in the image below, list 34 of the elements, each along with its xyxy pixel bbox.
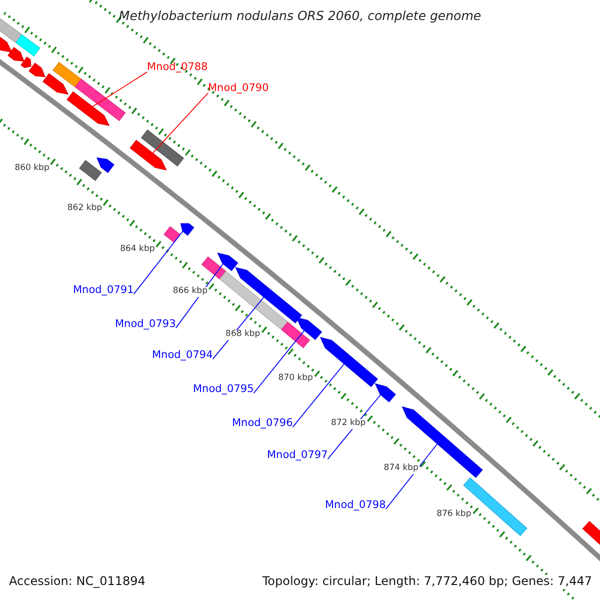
tick-label: 862 kbp xyxy=(66,204,104,214)
tick-label: 866 kbp xyxy=(172,288,208,298)
gene-label: Mnod_0790 xyxy=(208,82,269,94)
tick-label: 870 kbp xyxy=(277,374,314,384)
gene-feature xyxy=(402,406,483,478)
gene-label: Mnod_0791 xyxy=(73,284,134,296)
leader-line xyxy=(152,92,208,154)
gene-label: Mnod_0795 xyxy=(193,383,254,396)
gene-feature xyxy=(296,317,322,340)
footer-note: Accession: NC_011894 xyxy=(9,575,146,589)
title: Methylobacterium nodulans ORS 2060, complete genome xyxy=(118,8,482,23)
gene-label: Mnod_0793 xyxy=(115,318,176,330)
gene-feature xyxy=(374,383,396,402)
gene-feature xyxy=(180,223,194,236)
gene-feature xyxy=(235,267,302,324)
footer-note: Topology: circular; Length: 7,772,460 bp; Genes: 7,447 xyxy=(262,575,592,589)
gene-label: Mnod_0798 xyxy=(325,499,386,512)
gene-label: Mnod_0797 xyxy=(267,449,328,462)
tick-label: 864 kbp xyxy=(119,245,156,256)
leader-line xyxy=(253,330,305,394)
leader-line xyxy=(292,363,345,428)
tick-label: 868 kbp xyxy=(224,330,262,340)
gene-feature xyxy=(130,140,167,170)
gene-label: Mnod_0796 xyxy=(232,417,293,430)
tick-label: 860 kbp xyxy=(14,164,50,174)
gene-feature xyxy=(66,91,110,126)
tick-label: 872 kbp xyxy=(330,418,367,429)
gene-feature xyxy=(320,336,378,388)
tick-label: 876 kbp xyxy=(436,510,472,520)
leader-line xyxy=(92,72,148,108)
leader-line xyxy=(133,230,184,295)
gene-label: Mnod_0794 xyxy=(152,349,213,362)
gene-label: Mnod_0788 xyxy=(147,61,208,74)
tick-label: 874 kbp xyxy=(382,464,420,474)
